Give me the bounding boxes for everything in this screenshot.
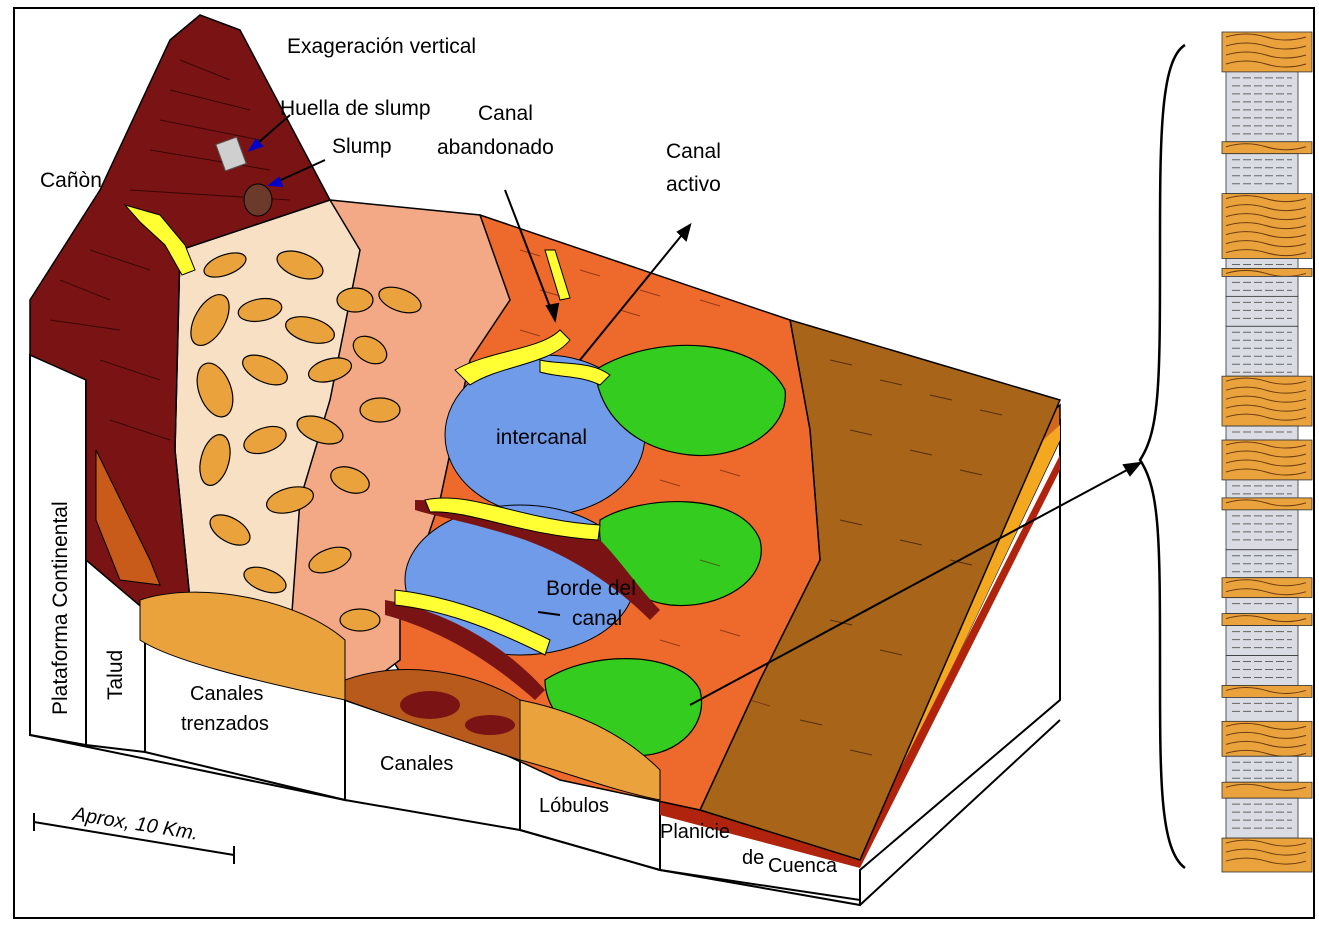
- label-canal-abandonado-2: abandonado: [437, 136, 554, 159]
- mud-bed: [1226, 276, 1298, 296]
- label-slump: Slump: [332, 135, 392, 158]
- mud-bed: [1226, 426, 1298, 440]
- label-talud: Talud: [104, 650, 127, 700]
- sand-bed: [1222, 685, 1312, 697]
- mud-bed: [1226, 656, 1298, 686]
- mud-bed: [1226, 697, 1298, 721]
- mud-bed: [1226, 480, 1298, 498]
- label-borde-1: Borde del: [546, 577, 636, 600]
- label-borde-2: canal: [572, 607, 622, 630]
- label-canales-trenzados-1: Canales: [190, 683, 263, 705]
- label-canal-abandonado-1: Canal: [478, 102, 533, 125]
- mud-bed: [1226, 598, 1298, 614]
- label-planicie-2: Cuenca: [768, 855, 838, 877]
- slump-body: [244, 184, 272, 216]
- label-plataforma: Plataforma Continental: [49, 501, 72, 715]
- mud-bed: [1226, 296, 1298, 326]
- sand-bed: [1222, 498, 1312, 510]
- label-canales: Canales: [380, 753, 453, 775]
- sand-bed: [1222, 614, 1312, 626]
- mud-bed: [1226, 626, 1298, 656]
- label-exageracion: Exageración vertical: [287, 35, 476, 58]
- label-canal-activo-1: Canal: [666, 140, 721, 163]
- mud-bed: [1226, 72, 1298, 142]
- label-huella: Huella de slump: [280, 97, 431, 120]
- label-canon: Cañòn: [40, 169, 102, 192]
- curly-brace: [1140, 45, 1185, 868]
- label-lobulos: Lóbulos: [539, 795, 609, 817]
- label-planicie-1: Planicie: [660, 821, 730, 843]
- label-canal-activo-2: activo: [666, 173, 721, 196]
- label-planicie-de: de: [742, 847, 764, 869]
- mud-bed: [1226, 326, 1298, 376]
- mud-bed: [1226, 258, 1298, 268]
- label-intercanal: intercanal: [496, 426, 587, 449]
- sand-bed: [1222, 142, 1312, 154]
- label-canales-trenzados-2: trenzados: [181, 713, 269, 735]
- stratigraphic-column: [1222, 32, 1312, 872]
